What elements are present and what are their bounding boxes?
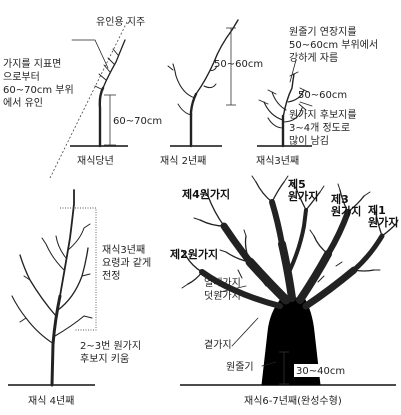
leader-cut bbox=[282, 73, 295, 119]
trunk-label: 원줄기 bbox=[226, 361, 254, 373]
s4-note-bottom-2: 후보지 키움 bbox=[80, 353, 129, 365]
scaffold-center bbox=[278, 240, 296, 302]
b5-label-2: 원가지 bbox=[288, 189, 318, 203]
stage-1: 유인용 지주 가지를 지표면 으로부터 60~70cm 부위 에서 유인 60~… bbox=[3, 16, 162, 179]
b1-label-1: 제1 bbox=[368, 203, 386, 217]
s1-note-1: 가지를 지표면 bbox=[3, 58, 61, 70]
scaffold-center-upper bbox=[269, 199, 285, 247]
low-branch bbox=[177, 103, 193, 116]
left-branch bbox=[172, 63, 196, 99]
stage-4: 재식3년째 요령과 같게 전정 2~3번 원가지 후보지 키움 재식 4년째 bbox=[8, 189, 151, 407]
s4-note-3: 전정 bbox=[102, 270, 120, 282]
s3-note-top-3: 강하게 자름 bbox=[289, 51, 338, 64]
s3-note-bottom-3: 많이 남김 bbox=[289, 135, 329, 147]
cover-label-1: 열매가지 bbox=[204, 277, 241, 289]
laterals bbox=[19, 223, 93, 323]
leader bbox=[195, 19, 239, 95]
b3-label-1: 제3 bbox=[331, 192, 349, 206]
spur-twigs bbox=[181, 175, 399, 289]
s3-note-top-2: 50~60cm 부위에서 bbox=[289, 38, 378, 51]
s5-measure-label: 30~40cm bbox=[296, 366, 345, 377]
scaffold-left-low bbox=[245, 257, 291, 305]
trunk bbox=[98, 86, 105, 148]
scaffold-right-upper bbox=[325, 209, 351, 257]
tie-ticks bbox=[94, 48, 119, 91]
b2-label: 제2원가지 bbox=[170, 247, 218, 261]
side-branch-label: 곁가지 bbox=[204, 339, 232, 351]
measure-label-bg bbox=[294, 364, 344, 377]
branch-1 bbox=[19, 254, 57, 317]
cut-marks bbox=[258, 71, 309, 111]
s1-measure-label: 60~70cm bbox=[113, 116, 162, 127]
scaffold-mid bbox=[288, 208, 308, 272]
b3-label-2: 원가지 bbox=[331, 204, 361, 218]
s3-note-top-1: 원줄기 연장지를 bbox=[289, 26, 357, 38]
scaffold-right bbox=[296, 250, 332, 304]
leader-shoot bbox=[102, 39, 126, 89]
stage-2: 50~60cm 재식 2년째 bbox=[160, 19, 263, 167]
b1-label-2: 원가지 bbox=[368, 215, 398, 229]
scaffold-far-right-upper bbox=[351, 233, 385, 273]
s4-note-1: 재식3년째 bbox=[102, 244, 145, 256]
pointer-lines bbox=[219, 285, 277, 367]
b4-label: 제4원가지 bbox=[182, 187, 230, 201]
s2-caption: 재식 2년째 bbox=[160, 155, 206, 167]
s1-caption: 재식당년 bbox=[77, 155, 114, 167]
scaffold-far-right bbox=[302, 266, 358, 310]
s3-note-bottom-1: 원가지 후보지를 bbox=[289, 109, 357, 121]
stake-line bbox=[49, 19, 129, 179]
leader bbox=[59, 189, 75, 297]
s1-note-2: 으로부터 bbox=[3, 71, 40, 83]
b5-label-1: 제5 bbox=[288, 177, 306, 191]
stake-label: 유인용 지주 bbox=[96, 16, 145, 28]
stage-5: 제4원가지 제5 원가지 제3 원가지 제1 원가지 제2원가지 열매가지 덧원… bbox=[170, 175, 399, 407]
s5-caption: 재식6-7년째(완성수형) bbox=[244, 395, 342, 407]
cover-label-2: 덧원가지 bbox=[204, 290, 241, 302]
pointer-lines bbox=[289, 59, 313, 107]
stake-leader-line bbox=[71, 39, 109, 69]
s4-note-bottom-1: 2~3번 원가지 bbox=[80, 340, 141, 352]
s1-note-4: 에서 유인 bbox=[3, 97, 43, 109]
s3-caption: 재식3년째 bbox=[256, 155, 299, 167]
branch-3 bbox=[11, 295, 55, 345]
stage-3: 원줄기 연장지를 50~60cm 부위에서 강하게 자름 50~60cm 원가지… bbox=[256, 26, 378, 167]
fruiting-branches bbox=[185, 181, 397, 285]
s3-measure-label: 50~60cm bbox=[298, 90, 347, 101]
twigs bbox=[167, 65, 218, 89]
trunk bbox=[189, 92, 198, 148]
s3-note-bottom-2: 3~4개 정도로 bbox=[289, 122, 350, 134]
scaffold-left-wide bbox=[199, 269, 283, 309]
pruning-zone bbox=[60, 207, 97, 331]
branch-4 bbox=[54, 315, 85, 337]
s4-note-2: 요령과 같게 bbox=[102, 257, 151, 269]
scaffold-left-low-upper bbox=[220, 222, 254, 266]
s4-caption: 재식 4년째 bbox=[28, 395, 74, 407]
scaffold-candidates bbox=[263, 89, 305, 129]
s1-note-3: 60~70cm 부위 bbox=[3, 83, 74, 96]
s2-measure-label: 50~60cm bbox=[214, 59, 263, 70]
